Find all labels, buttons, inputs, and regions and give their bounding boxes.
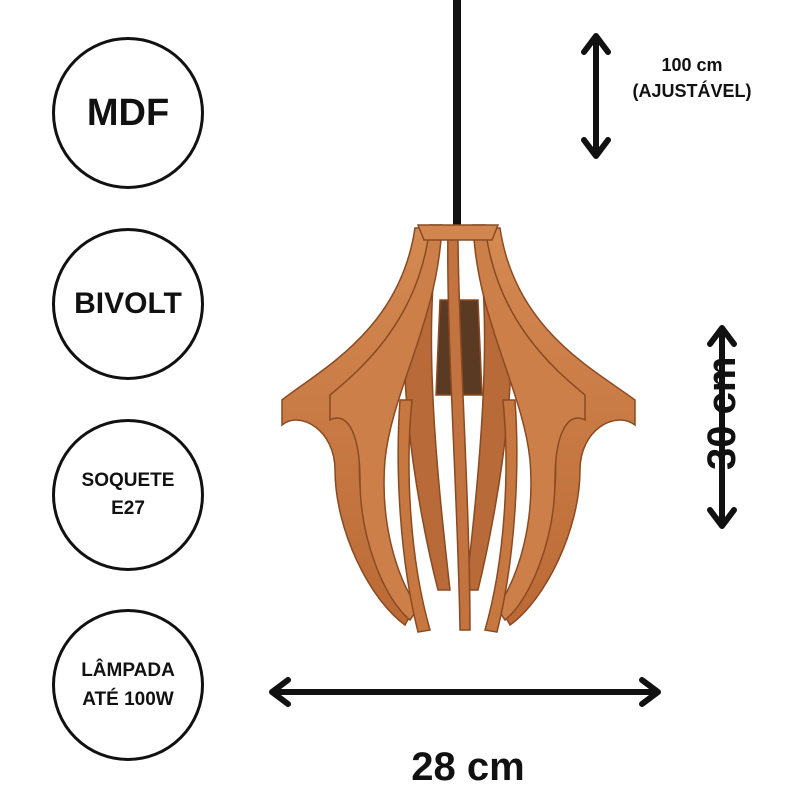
material-label: MDF <box>86 91 170 134</box>
height-label: 30 cm <box>700 356 744 470</box>
lamp-rib <box>484 399 518 633</box>
bulb-label: LÂMPADA ATÉ 100W <box>81 659 175 710</box>
voltage-badge: BIVOLT <box>52 228 204 380</box>
material-badge: MDF <box>52 37 204 189</box>
height-arrow-icon <box>707 325 737 529</box>
lamp-rib <box>447 229 471 631</box>
voltage-label: BIVOLT <box>74 287 182 320</box>
width-label: 28 cm <box>411 745 525 789</box>
socket-label: SOQUETE E27 <box>81 469 175 520</box>
socket-badge: SOQUETE E27 <box>52 419 204 571</box>
lamp-crown <box>416 224 500 241</box>
pendant-cord <box>453 0 461 240</box>
cord-length-arrow-icon <box>581 33 611 159</box>
width-arrow-icon <box>269 677 661 707</box>
bulb-badge: LÂMPADA ATÉ 100W <box>52 609 204 761</box>
cord-length-label: 100 cm (AJUSTÁVEL) <box>632 55 752 102</box>
wooden-pendant-lamp <box>281 224 636 633</box>
lamp-rib <box>397 399 431 633</box>
lamp-rib <box>329 224 443 622</box>
lamp-rib <box>472 224 586 622</box>
